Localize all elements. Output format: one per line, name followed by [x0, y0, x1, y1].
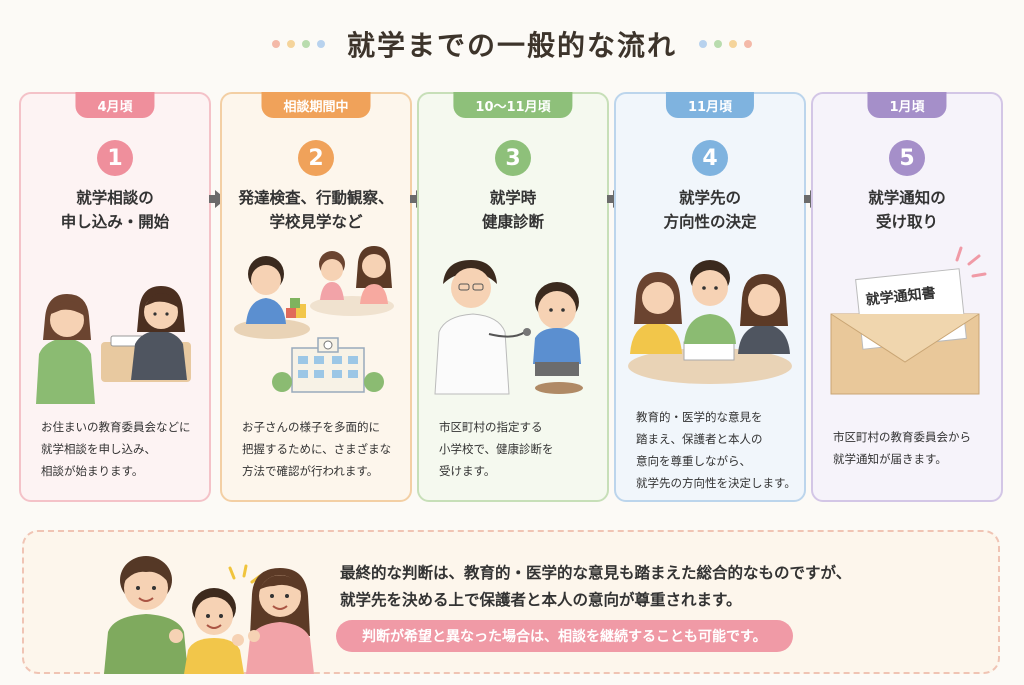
step-description-line: 踏まえ、保護者と本人の: [636, 432, 763, 446]
step-description-line: 意向を尊重しながら、: [636, 454, 751, 468]
step-period-badge: 10〜11月頃: [453, 92, 573, 118]
title-left-dot: [316, 40, 325, 48]
step-title-line: 申し込み・開始: [60, 213, 170, 231]
step-title-line: 健康診断: [481, 213, 544, 231]
step-period-badge: 相談期間中: [261, 92, 371, 118]
step-description-line: 就学通知が届きます。: [833, 452, 947, 466]
step-number: 4: [692, 140, 728, 176]
step-number: 1: [97, 140, 133, 176]
step-number: 2: [298, 140, 334, 176]
step-title-line: 方向性の決定: [663, 213, 757, 231]
summary-line: 就学先を決める上で保護者と本人の意向が尊重されます。: [340, 591, 742, 609]
step-description: 教育的・医学的な意見を踏まえ、保護者と本人の意向を尊重しながら、就学先の方向性を…: [636, 406, 796, 494]
title-right-dot: [714, 40, 722, 48]
step-card: 相談期間中 2 発達検査、行動観察、学校見学など お子さんの様子を多面的に把握するた…: [220, 92, 412, 502]
title-left-dot: [301, 40, 310, 48]
step-title-line: 発達検査、行動観察、: [238, 189, 394, 207]
title-dots-left: [271, 40, 325, 48]
step-title-line: 就学相談の: [76, 189, 154, 207]
step-title: 就学時健康診断: [419, 186, 607, 234]
observation-scene-illustration: [234, 246, 394, 393]
step-description: お住まいの教育委員会などに就学相談を申し込み、相談が始まります。: [41, 416, 201, 482]
step-card: 4月頃 1 就学相談の申し込み・開始 お住まいの教育委員会などに就学相談を申し込み、…: [19, 92, 211, 502]
page-title: 就学までの一般的な流れ: [346, 29, 677, 62]
consultation-scene-illustration: [36, 286, 191, 404]
step-card: 1月頃 5 就学通知の受け取り 就学通知書 市区町村の教育委員会から就学通知が届きま…: [811, 92, 1003, 502]
step-title: 就学相談の申し込み・開始: [21, 186, 209, 234]
title-right-dot: [699, 40, 707, 48]
step-title: 発達検査、行動観察、学校見学など: [222, 186, 410, 234]
notice-envelope-illustration: 就学通知書: [830, 246, 987, 395]
title-left-dot: [271, 40, 280, 48]
family-illustration: [104, 556, 314, 674]
step-description-line: 就学先の方向性を決定します。: [636, 476, 796, 490]
summary-note: 判断が希望と異なった場合は、相談を継続することも可能です。: [336, 620, 793, 652]
step-description-line: お子さんの様子を多面的に: [242, 420, 380, 434]
step-description-line: お住まいの教育委員会などに: [41, 420, 191, 434]
title-right-dot: [744, 40, 752, 48]
step-card: 10〜11月頃 3 就学時健康診断 市区町村の指定する小学校で、健康診断を受けます。: [417, 92, 609, 502]
step-period-badge: 4月頃: [75, 92, 155, 118]
step-description-line: 市区町村の指定する: [439, 420, 543, 434]
health-check-scene-illustration: [434, 260, 583, 395]
step-description: 市区町村の指定する小学校で、健康診断を受けます。: [439, 416, 599, 482]
step-number: 3: [495, 140, 531, 176]
decision-scene-illustration: [628, 260, 792, 384]
step-description-line: 市区町村の教育委員会から: [833, 430, 971, 444]
step-title-line: 就学時: [489, 189, 537, 207]
summary-text: 最終的な判断は、教育的・医学的な意見も踏まえた総合的なものですが、 就学先を決め…: [340, 560, 851, 614]
step-description-line: 就学相談を申し込み、: [41, 442, 156, 456]
step-description-line: 把握するために、さまざまな: [242, 442, 392, 456]
step-description-line: 小学校で、健康診断を: [439, 442, 554, 456]
step-title-line: 就学先の: [678, 189, 741, 207]
step-title-line: 受け取り: [875, 213, 938, 231]
step-description-line: 相談が始まります。: [41, 464, 144, 478]
title-row: 就学までの一般的な流れ: [0, 24, 1024, 64]
step-description-line: 方法で確認が行われます。: [242, 464, 379, 478]
step-period-badge: 11月頃: [665, 92, 755, 118]
title-dots-right: [699, 40, 752, 48]
step-title: 就学先の方向性の決定: [616, 186, 804, 234]
step-title-line: 就学通知の: [868, 189, 946, 207]
title-right-dot: [729, 40, 737, 48]
step-card: 11月頃 4 就学先の方向性の決定 教育的・医学的な意見を踏まえ、保護者と本人の意向…: [614, 92, 806, 502]
step-description-line: 教育的・医学的な意見を: [636, 410, 763, 424]
summary-line: 最終的な判断は、教育的・医学的な意見も踏まえた総合的なものですが、: [340, 564, 852, 582]
step-number: 5: [889, 140, 925, 176]
step-title-line: 学校見学など: [269, 213, 363, 231]
title-left-dot: [286, 40, 295, 48]
summary-panel: 最終的な判断は、教育的・医学的な意見も踏まえた総合的なものですが、 就学先を決め…: [22, 530, 1000, 674]
step-description: お子さんの様子を多面的に把握するために、さまざまな方法で確認が行われます。: [242, 416, 402, 482]
step-description-line: 受けます。: [439, 464, 496, 478]
step-period-badge: 1月頃: [867, 92, 947, 118]
step-description: 市区町村の教育委員会から就学通知が届きます。: [833, 426, 993, 470]
step-title: 就学通知の受け取り: [813, 186, 1001, 234]
